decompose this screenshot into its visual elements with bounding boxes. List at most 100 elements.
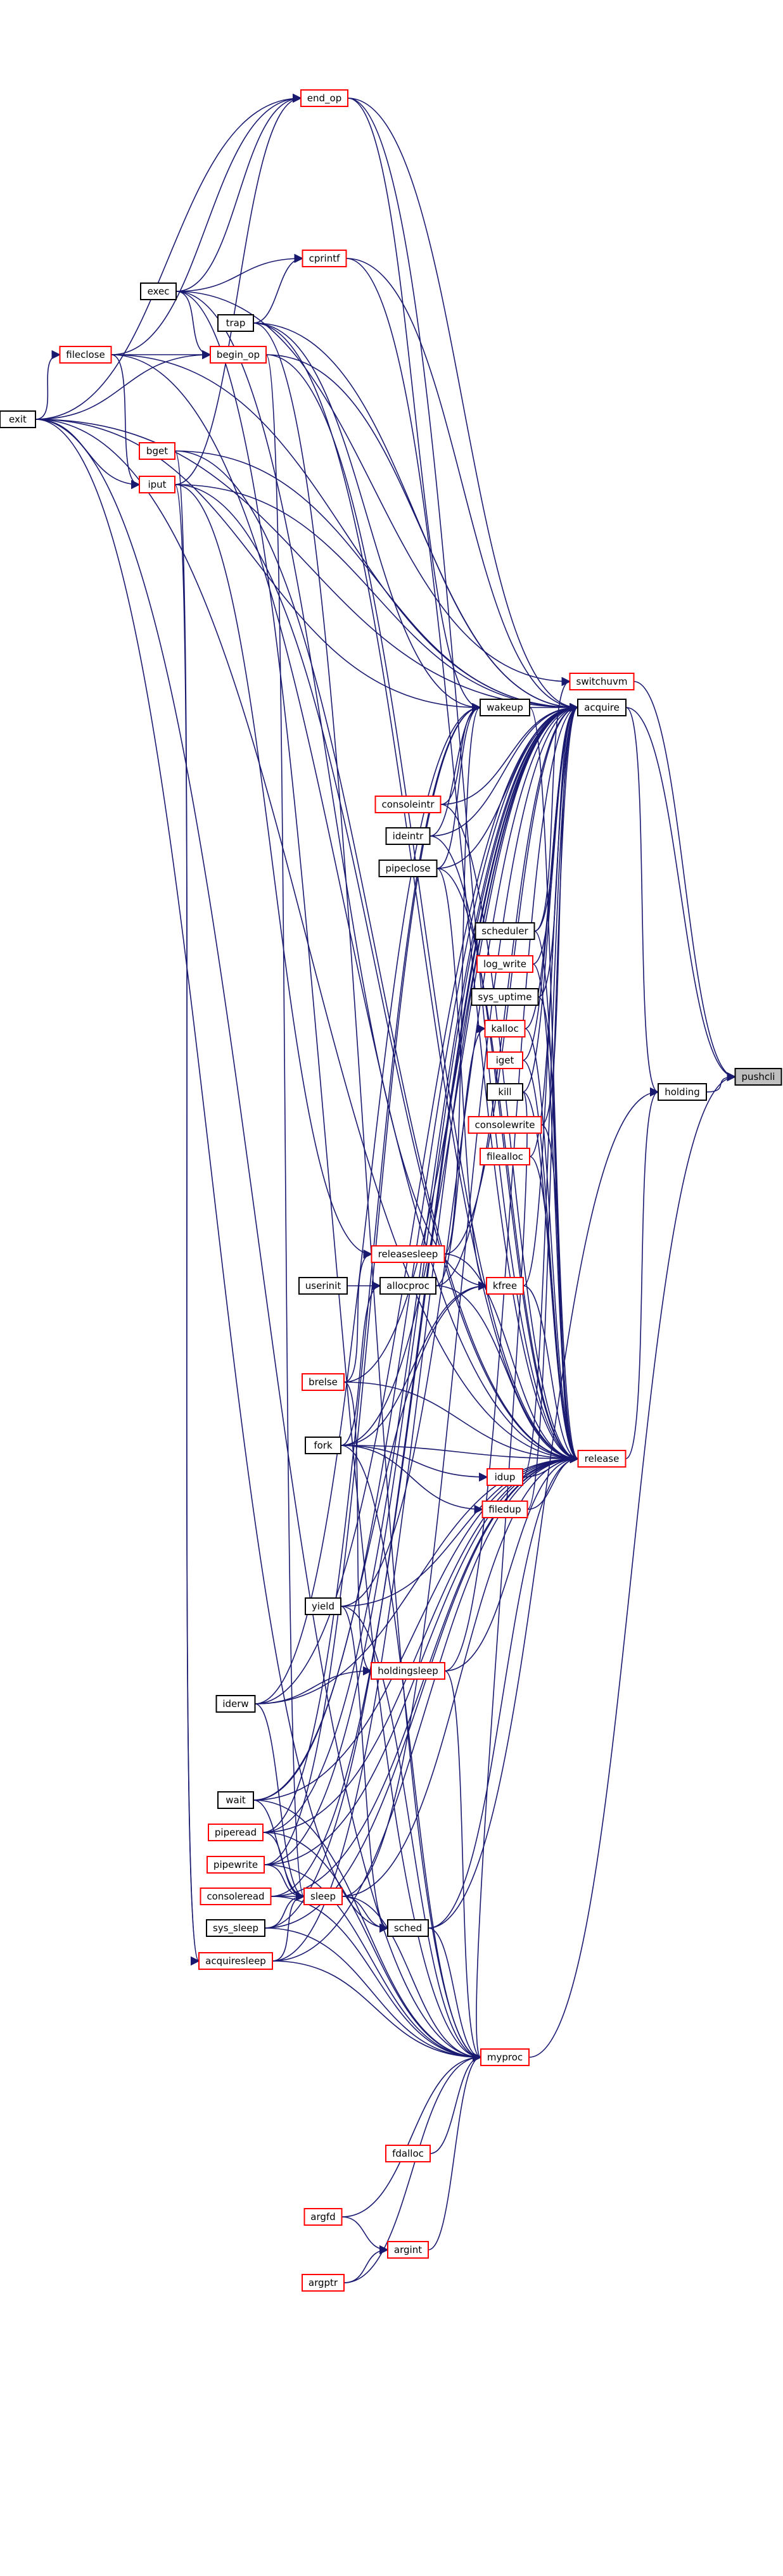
node-idup[interactable]: idup <box>487 1468 523 1486</box>
node-box-end_op <box>300 89 348 107</box>
node-pipeclose[interactable]: pipeclose <box>378 860 438 877</box>
node-release[interactable]: release <box>577 1450 627 1468</box>
edge-allocproc-to-release <box>435 1285 579 1464</box>
edge-exit-to-myproc <box>35 419 482 2062</box>
node-box-allocproc <box>379 1277 436 1295</box>
node-exec[interactable]: exec <box>140 282 177 300</box>
node-argint[interactable]: argint <box>387 2241 429 2259</box>
node-filedup[interactable]: filedup <box>481 1501 528 1518</box>
edge-wait-to-myproc <box>253 1799 482 2062</box>
node-kill[interactable]: kill <box>487 1083 523 1101</box>
node-cprintf[interactable]: cprintf <box>302 250 347 267</box>
edge-brelse-to-releasesleep <box>343 1249 372 1383</box>
node-bget[interactable]: bget <box>139 442 175 460</box>
node-begin_op[interactable]: begin_op <box>210 346 267 364</box>
node-myproc[interactable]: myproc <box>480 2048 530 2066</box>
edge-exit-to-end_op <box>35 93 302 420</box>
edge-begin_op-to-release <box>265 354 579 1464</box>
edge-iput-to-acquiresleep <box>174 484 200 1965</box>
node-consoleread[interactable]: consoleread <box>200 1888 272 1905</box>
node-fdalloc[interactable]: fdalloc <box>385 2145 431 2162</box>
node-wait[interactable]: wait <box>217 1791 254 1809</box>
node-box-fork <box>305 1437 341 1454</box>
node-label-consoleintr: consoleintr <box>381 799 435 810</box>
node-ideintr[interactable]: ideintr <box>385 827 431 845</box>
node-pipewrite[interactable]: pipewrite <box>207 1856 265 1874</box>
edge-iput-to-release <box>174 484 579 1464</box>
edge-exec-to-end_op <box>175 93 302 292</box>
node-log_write[interactable]: log_write <box>476 955 533 973</box>
node-holding[interactable]: holding <box>658 1083 707 1101</box>
node-label-cprintf: cprintf <box>309 253 340 264</box>
node-exit[interactable]: exit <box>0 410 36 428</box>
node-box-argfd <box>303 2208 343 2226</box>
node-consolewrite[interactable]: consolewrite <box>468 1116 542 1134</box>
edge-sleep-to-acquire <box>341 702 579 1897</box>
edge-iderw-to-sleep <box>255 1703 305 1901</box>
edge-exec-to-cprintf <box>175 253 303 292</box>
node-fileclose[interactable]: fileclose <box>59 346 112 364</box>
node-box-consoleintr <box>374 796 442 813</box>
node-scheduler[interactable]: scheduler <box>474 922 535 940</box>
node-releasesleep[interactable]: releasesleep <box>371 1245 445 1263</box>
node-box-kfree <box>486 1277 524 1295</box>
node-wakeup[interactable]: wakeup <box>480 699 530 716</box>
node-sys_uptime[interactable]: sys_uptime <box>471 988 539 1006</box>
node-sched[interactable]: sched <box>387 1919 429 1937</box>
node-box-argptr <box>302 2274 345 2292</box>
node-consoleintr[interactable]: consoleintr <box>374 796 442 813</box>
node-label-wait: wait <box>226 1794 246 1806</box>
node-label-piperead: piperead <box>215 1827 257 1838</box>
node-box-switchuvm <box>569 673 635 690</box>
node-allocproc[interactable]: allocproc <box>379 1277 436 1295</box>
node-box-argint <box>387 2241 429 2259</box>
node-sys_sleep[interactable]: sys_sleep <box>206 1919 265 1937</box>
node-box-sys_sleep <box>206 1919 265 1937</box>
node-label-releasesleep: releasesleep <box>378 1248 438 1260</box>
node-argptr[interactable]: argptr <box>302 2274 345 2292</box>
node-kfree[interactable]: kfree <box>486 1277 524 1295</box>
node-end_op[interactable]: end_op <box>300 89 348 107</box>
node-iget[interactable]: iget <box>487 1051 523 1069</box>
node-filealloc[interactable]: filealloc <box>480 1148 530 1165</box>
node-iderw[interactable]: iderw <box>215 1695 256 1713</box>
node-argfd[interactable]: argfd <box>303 2208 343 2226</box>
node-label-myproc: myproc <box>487 2052 523 2063</box>
node-label-kalloc: kalloc <box>491 1023 518 1034</box>
node-acquiresleep[interactable]: acquiresleep <box>198 1952 273 1970</box>
node-fork[interactable]: fork <box>305 1437 341 1454</box>
node-trap[interactable]: trap <box>217 314 254 332</box>
node-acquire[interactable]: acquire <box>577 699 627 716</box>
node-kalloc[interactable]: kalloc <box>484 1020 526 1037</box>
edge-releasesleep-to-release <box>444 1253 579 1464</box>
edge-trap-to-acquire <box>253 322 579 713</box>
node-label-sys_sleep: sys_sleep <box>213 1922 258 1934</box>
node-holdingsleep[interactable]: holdingsleep <box>371 1662 445 1680</box>
node-label-pipeclose: pipeclose <box>385 863 430 874</box>
node-label-switchuvm: switchuvm <box>576 676 628 687</box>
edge-iderw-to-acquire <box>255 702 579 1704</box>
node-label-release: release <box>585 1453 620 1464</box>
edge-sched-to-holding <box>428 1087 659 1929</box>
node-sleep[interactable]: sleep <box>303 1888 343 1905</box>
node-switchuvm[interactable]: switchuvm <box>569 673 635 690</box>
node-label-kill: kill <box>498 1086 511 1098</box>
edge-bget-to-release <box>174 450 579 1464</box>
node-label-wakeup: wakeup <box>487 702 523 713</box>
node-brelse[interactable]: brelse <box>302 1373 345 1391</box>
node-iput[interactable]: iput <box>139 476 175 493</box>
edge-fork-to-allocproc <box>340 1281 381 1446</box>
edge-releasesleep-to-wakeup <box>444 703 481 1255</box>
edge-kfree-to-release <box>523 1285 579 1464</box>
edge-switchuvm-to-pushcli <box>633 681 736 1082</box>
edge-kfree-to-acquire <box>523 703 579 1286</box>
node-yield[interactable]: yield <box>305 1597 341 1615</box>
edge-releasesleep-to-acquire <box>444 702 579 1255</box>
node-label-holdingsleep: holdingsleep <box>378 1665 438 1677</box>
node-usertinit[interactable]: userinit <box>298 1277 348 1295</box>
node-box-pushcli <box>734 1068 782 1086</box>
node-piperead[interactable]: piperead <box>208 1824 264 1841</box>
node-box-kalloc <box>484 1020 526 1037</box>
edge-argptr-to-myproc <box>343 2052 482 2283</box>
